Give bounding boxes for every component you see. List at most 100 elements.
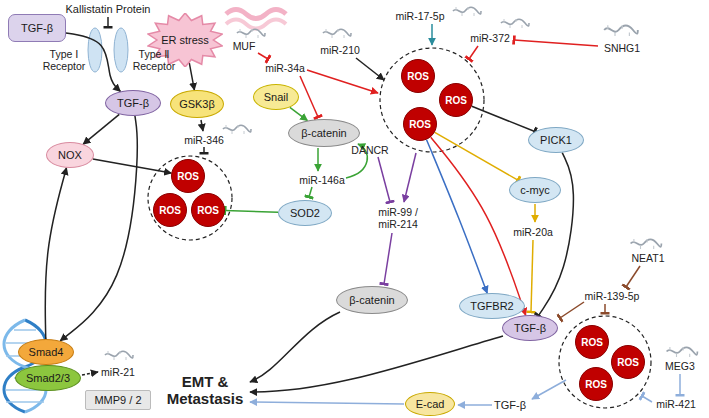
- protein-ellipse: SOD2: [278, 200, 332, 226]
- connector: [290, 107, 308, 120]
- node-text: Smad4: [29, 346, 64, 358]
- node-text: NOX: [58, 149, 82, 161]
- ligand-box: TGF-β: [8, 14, 66, 42]
- node-text: Snail: [264, 91, 288, 103]
- receptor-symbol: [88, 28, 102, 72]
- lncrna-label: SNHG1: [604, 42, 640, 54]
- arrow-line: [307, 70, 378, 93]
- connector: [45, 168, 66, 339]
- node-text: ROS: [159, 205, 181, 216]
- mirna-label: miR-17-5p: [395, 10, 444, 22]
- receptor-label: Type Ⅱ Receptor: [129, 48, 179, 72]
- inhibit-line: [309, 187, 312, 197]
- protein-ellipse: TGF-β: [502, 315, 558, 341]
- node-text: ROS: [445, 95, 467, 106]
- connector-layer: [45, 33, 573, 341]
- rna-strand: [105, 351, 133, 360]
- inhibit-line: [469, 46, 478, 59]
- inhibit-line: [300, 76, 318, 117]
- connector: [83, 114, 119, 144]
- protein-ellipse: Smad2/3: [15, 365, 80, 391]
- protein-ellipse: GSK3β: [170, 90, 224, 118]
- rna-strand: [323, 29, 351, 38]
- arrow-line: [317, 148, 319, 171]
- node-text: β-catenin: [301, 127, 346, 139]
- protein-label: TGF-β: [494, 399, 526, 412]
- node-text: ROS: [617, 357, 639, 368]
- inhibit-line: [258, 53, 268, 59]
- inhibit-line: [514, 40, 598, 46]
- protein-ellipse: β-catenin: [336, 286, 408, 314]
- connector: [472, 106, 535, 131]
- gene-box: MMP9 / 2: [85, 390, 151, 410]
- node-text: ROS: [585, 379, 607, 390]
- protein-ellipse: TGF-β: [105, 90, 161, 116]
- protein-ellipse: PICK1: [528, 127, 584, 153]
- arrow-line: [201, 120, 203, 131]
- protein-ellipse: TGFBR2: [459, 293, 525, 319]
- node-text: ROS: [407, 71, 429, 82]
- er-membrane: [226, 20, 286, 29]
- arrow-line: [458, 404, 492, 406]
- mirna-label: miR-346: [184, 134, 224, 146]
- mirna-label: miR-210: [320, 44, 360, 56]
- node-text: PICK1: [540, 134, 572, 146]
- connector: [431, 137, 526, 315]
- protein-ellipse: Smad4: [18, 339, 74, 365]
- er-membrane: [226, 10, 286, 19]
- protein-ellipse: Snail: [253, 84, 299, 110]
- mirna-label: miR-20a: [513, 226, 553, 238]
- rna-strand: [453, 7, 481, 16]
- arrow-line: [404, 153, 416, 202]
- illustration: [4, 7, 697, 412]
- ros-circle: ROS: [579, 367, 613, 401]
- arrow-line: [356, 58, 384, 80]
- protein-label: Kallistatin Protein: [66, 3, 151, 16]
- node-text: SOD2: [290, 207, 320, 219]
- ros-circle: ROS: [401, 59, 435, 93]
- node-text: β-catenin: [349, 294, 394, 306]
- inhibit-line: [560, 302, 584, 318]
- arrow-line: [250, 336, 503, 392]
- rna-strand: [667, 347, 698, 357]
- mirna-label: miR-372: [470, 32, 510, 44]
- mirna-label: miR-99 / miR-214: [372, 206, 424, 230]
- node-text: E-cad: [416, 398, 445, 410]
- rna-strand: [631, 239, 662, 249]
- rna-strand: [237, 29, 265, 38]
- inhibit-line: [107, 17, 109, 27]
- rna-strand: [223, 125, 251, 134]
- inhibit-line: [642, 396, 652, 402]
- mirna-label: miR-21: [101, 366, 135, 378]
- protein-ellipse: β-catenin: [288, 119, 360, 147]
- protein-ellipse: E-cad: [405, 392, 455, 416]
- node-text: GSK3β: [179, 98, 215, 110]
- protein-ellipse: NOX: [46, 142, 94, 168]
- ros-cluster: [559, 316, 651, 408]
- pathway-lines: [82, 17, 680, 405]
- connector: [93, 159, 171, 173]
- lncrna-label: NEAT1: [631, 252, 664, 264]
- node-text: TGF-β: [21, 22, 53, 34]
- node-text: ROS: [197, 205, 219, 216]
- ros-circle: ROS: [439, 83, 473, 117]
- inhibit-line: [604, 304, 606, 313]
- node-text: TGF-β: [514, 322, 546, 334]
- inhibit-line: [378, 157, 390, 202]
- mirna-label: miR-146a: [299, 174, 345, 186]
- inhibit-line: [384, 233, 392, 284]
- inhibit-line: [679, 374, 681, 395]
- mirna-label: miR-34a: [265, 62, 305, 74]
- node-text: TGF-β: [117, 97, 149, 109]
- node-text: ER stress: [161, 34, 209, 46]
- protein-ellipse: c-myc: [509, 177, 561, 203]
- arrow-line: [431, 24, 433, 45]
- lncrna-label: MEG3: [665, 360, 695, 372]
- inhibit-line: [531, 240, 533, 312]
- ros-circle: ROS: [171, 159, 205, 193]
- inhibit-line: [626, 266, 640, 287]
- node-text: TGFBR2: [470, 300, 513, 312]
- mirna-label: miR-421: [656, 398, 696, 410]
